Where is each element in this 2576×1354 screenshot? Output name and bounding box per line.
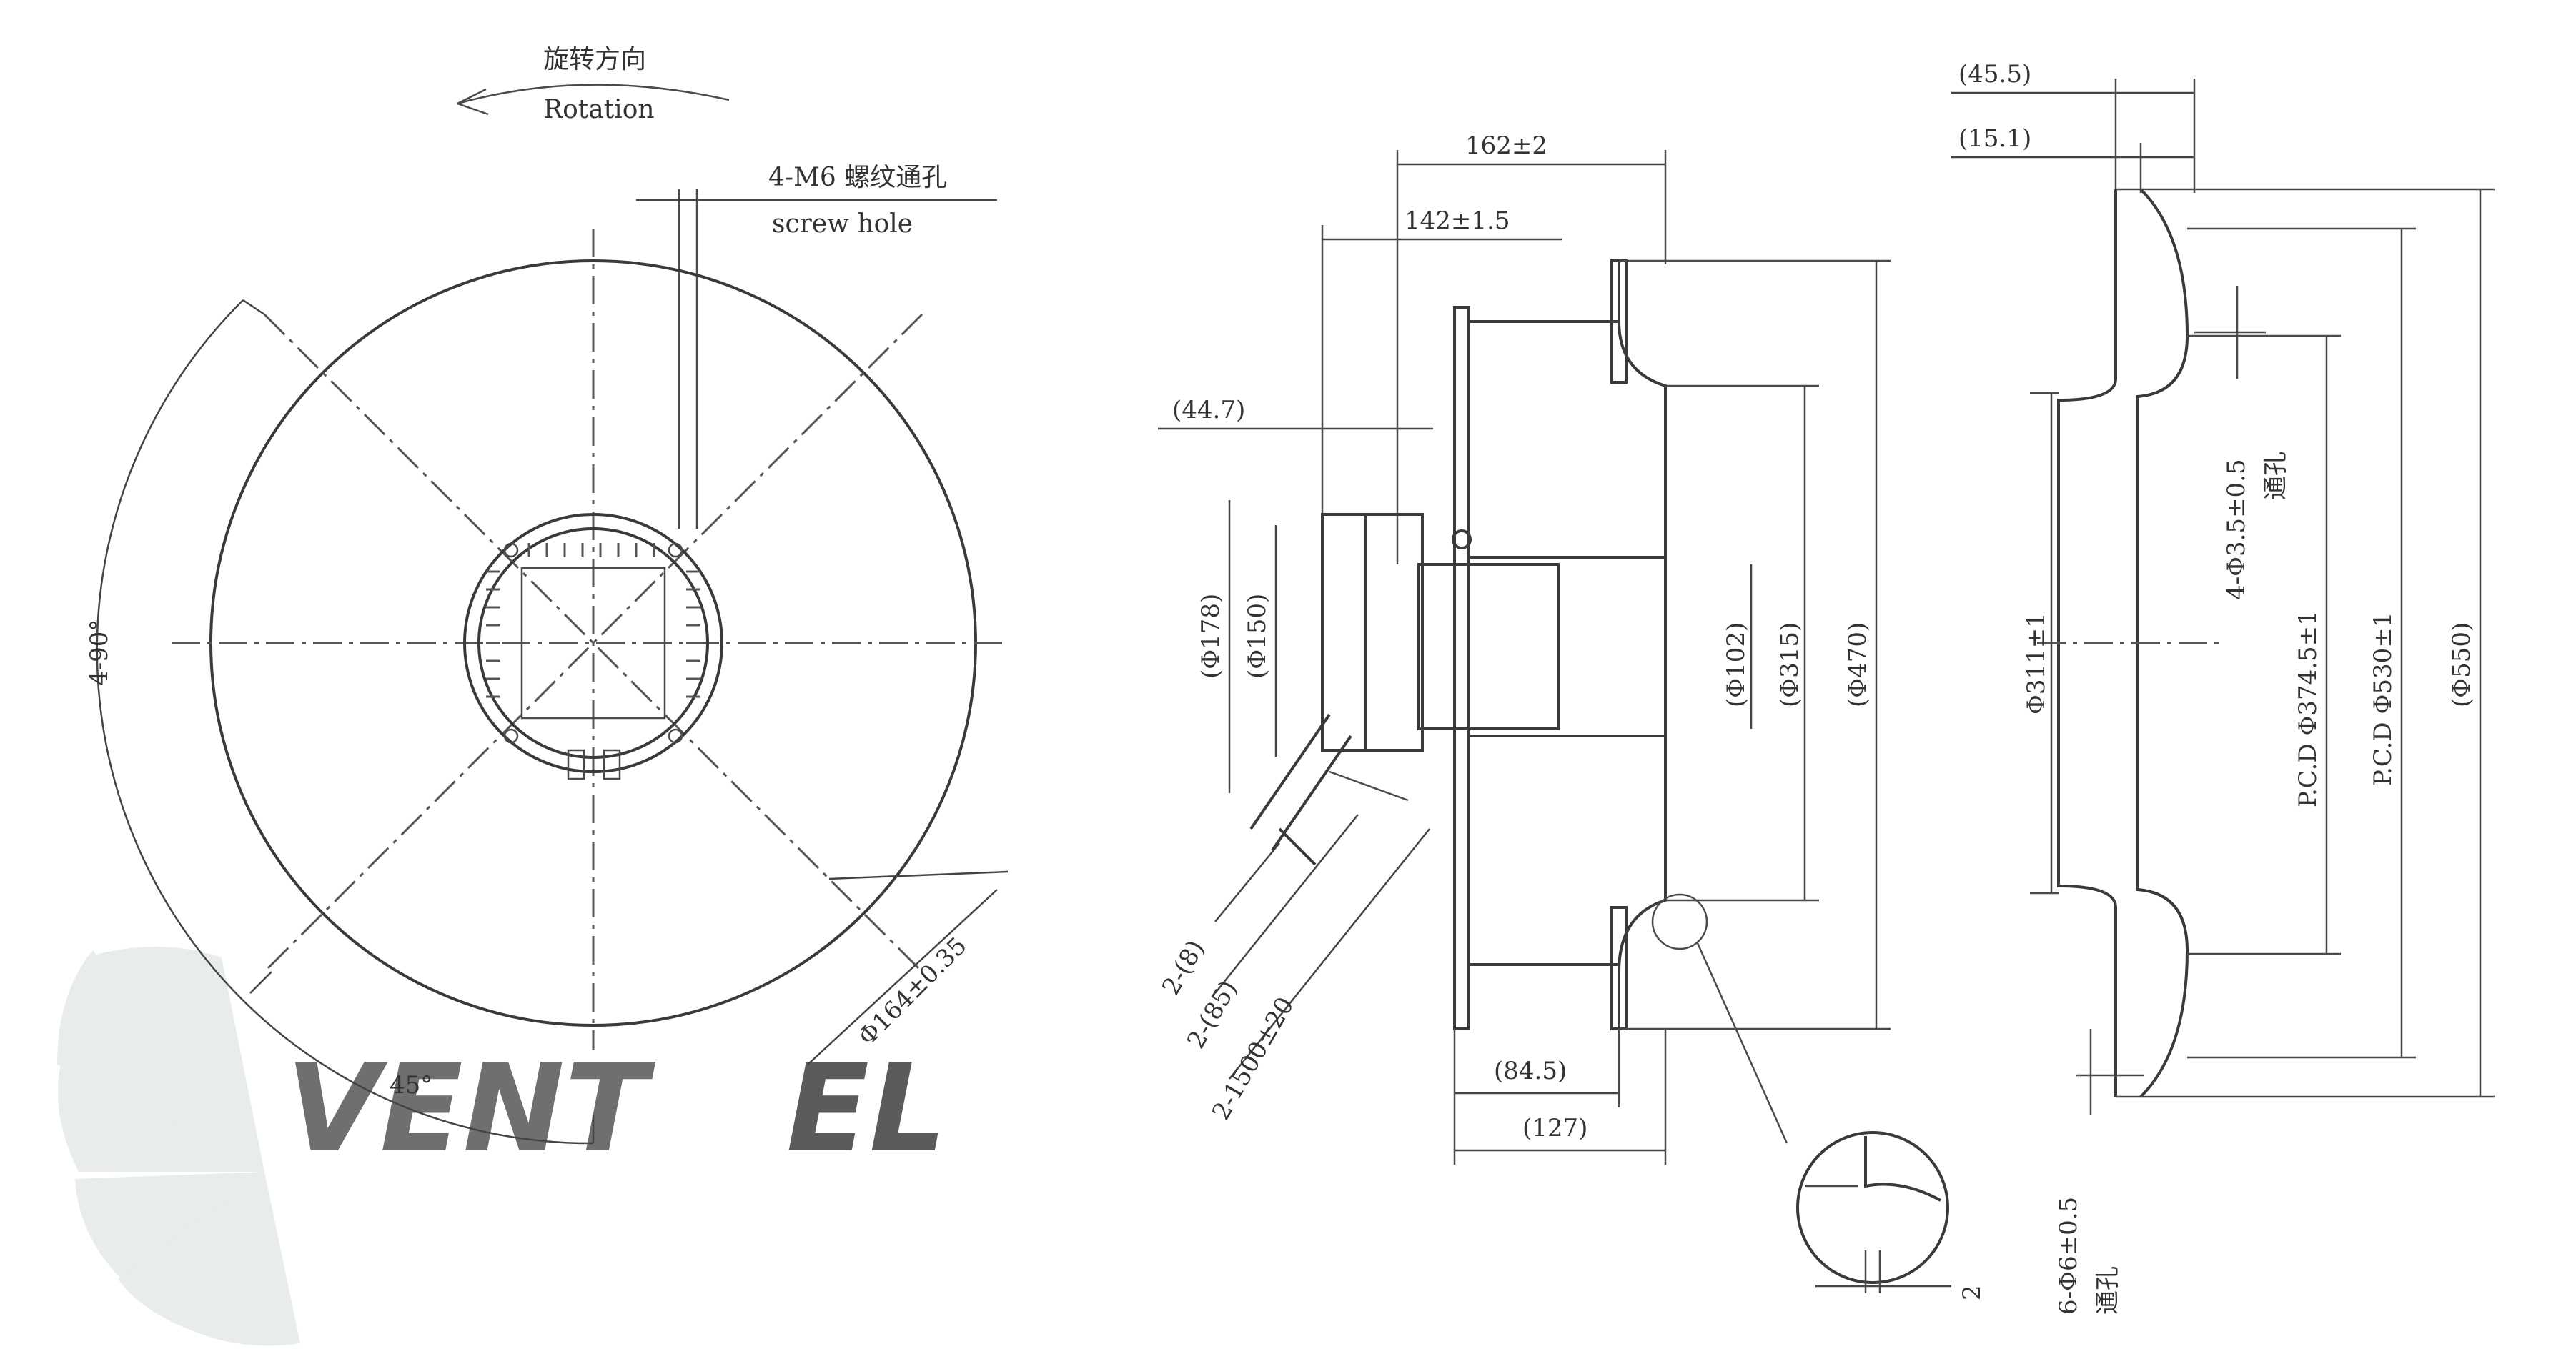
cable-85: 2-(85) — [1182, 975, 1243, 1053]
dim-102: (Φ102) — [1722, 622, 1750, 707]
dim-84-5: (84.5) — [1494, 1057, 1567, 1085]
impeller-shroud-back — [1453, 306, 1470, 1030]
pcd-530-label: P.C.D Φ530±1 — [2369, 612, 2397, 786]
section-view: (45.5) (15.1) Φ311±1 4-Φ3.5±0.5 通孔 P.C.D… — [1951, 60, 2495, 1315]
cable-8: 2-(8) — [1156, 935, 1210, 1000]
dim-315: (Φ315) — [1775, 622, 1804, 707]
rotation-label-cn: 旋转方向 — [543, 45, 646, 74]
dim-150: (Φ150) — [1243, 594, 1272, 679]
dim-162: 162±2 — [1465, 131, 1547, 160]
angle-label: 4-90° — [85, 619, 114, 686]
dim-550: (Φ550) — [2447, 622, 2476, 707]
screw-note-cn: 4-M6 螺纹通孔 — [768, 163, 947, 192]
watermark-brand-suffix: EL — [786, 1038, 946, 1180]
watermark-brand-prefix: VENT — [286, 1038, 656, 1180]
dim-470: (Φ470) — [1843, 622, 1872, 707]
detail-callout — [1651, 893, 1708, 950]
rotation-label-en: Rotation — [543, 95, 655, 124]
rotation-arrow-icon — [457, 84, 730, 105]
hole-4-label: 4-Φ3.5±0.5 — [2222, 459, 2251, 600]
dim-142: 142±1.5 — [1405, 206, 1510, 235]
dim-44-7: (44.7) — [1172, 396, 1245, 424]
impeller-shroud — [1618, 261, 1667, 1029]
front-view: 旋转方向 Rotation 4-M6 螺纹通孔 screw hole — [85, 45, 1009, 1145]
side-view: 162±2 142±1.5 (44.7) (Φ178) (Φ150) (Φ102… — [1156, 131, 1986, 1300]
angle-arc — [96, 299, 594, 1145]
dim-178: (Φ178) — [1197, 594, 1225, 679]
hub-vent-pattern — [486, 543, 700, 698]
motor-cap — [1321, 513, 1424, 752]
motor-body — [1417, 563, 1560, 730]
dim-45-5: (45.5) — [1958, 60, 2031, 89]
motor-hub — [463, 513, 723, 773]
pcd-374-label: P.C.D Φ374.5±1 — [2294, 610, 2322, 807]
detail-2: 2 — [1958, 1285, 1986, 1300]
watermark-fan-icon — [57, 947, 300, 1346]
cable-gland — [1249, 713, 1352, 866]
screw-note-en: screw hole — [772, 209, 913, 239]
pcd-164-label: Φ164±0.35 — [853, 932, 973, 1052]
hole-6-cn: 通孔 — [2094, 1266, 2122, 1315]
dim-127: (127) — [1522, 1114, 1587, 1143]
hole-4-cn: 通孔 — [2262, 452, 2290, 500]
detail-circle — [1796, 1131, 1949, 1284]
dim-311: Φ311±1 — [2022, 612, 2051, 715]
dim-15-1: (15.1) — [1958, 124, 2031, 153]
angle-45-label: 45° — [390, 1071, 432, 1100]
hole-6-label: 6-Φ6±0.5 — [2054, 1197, 2083, 1315]
